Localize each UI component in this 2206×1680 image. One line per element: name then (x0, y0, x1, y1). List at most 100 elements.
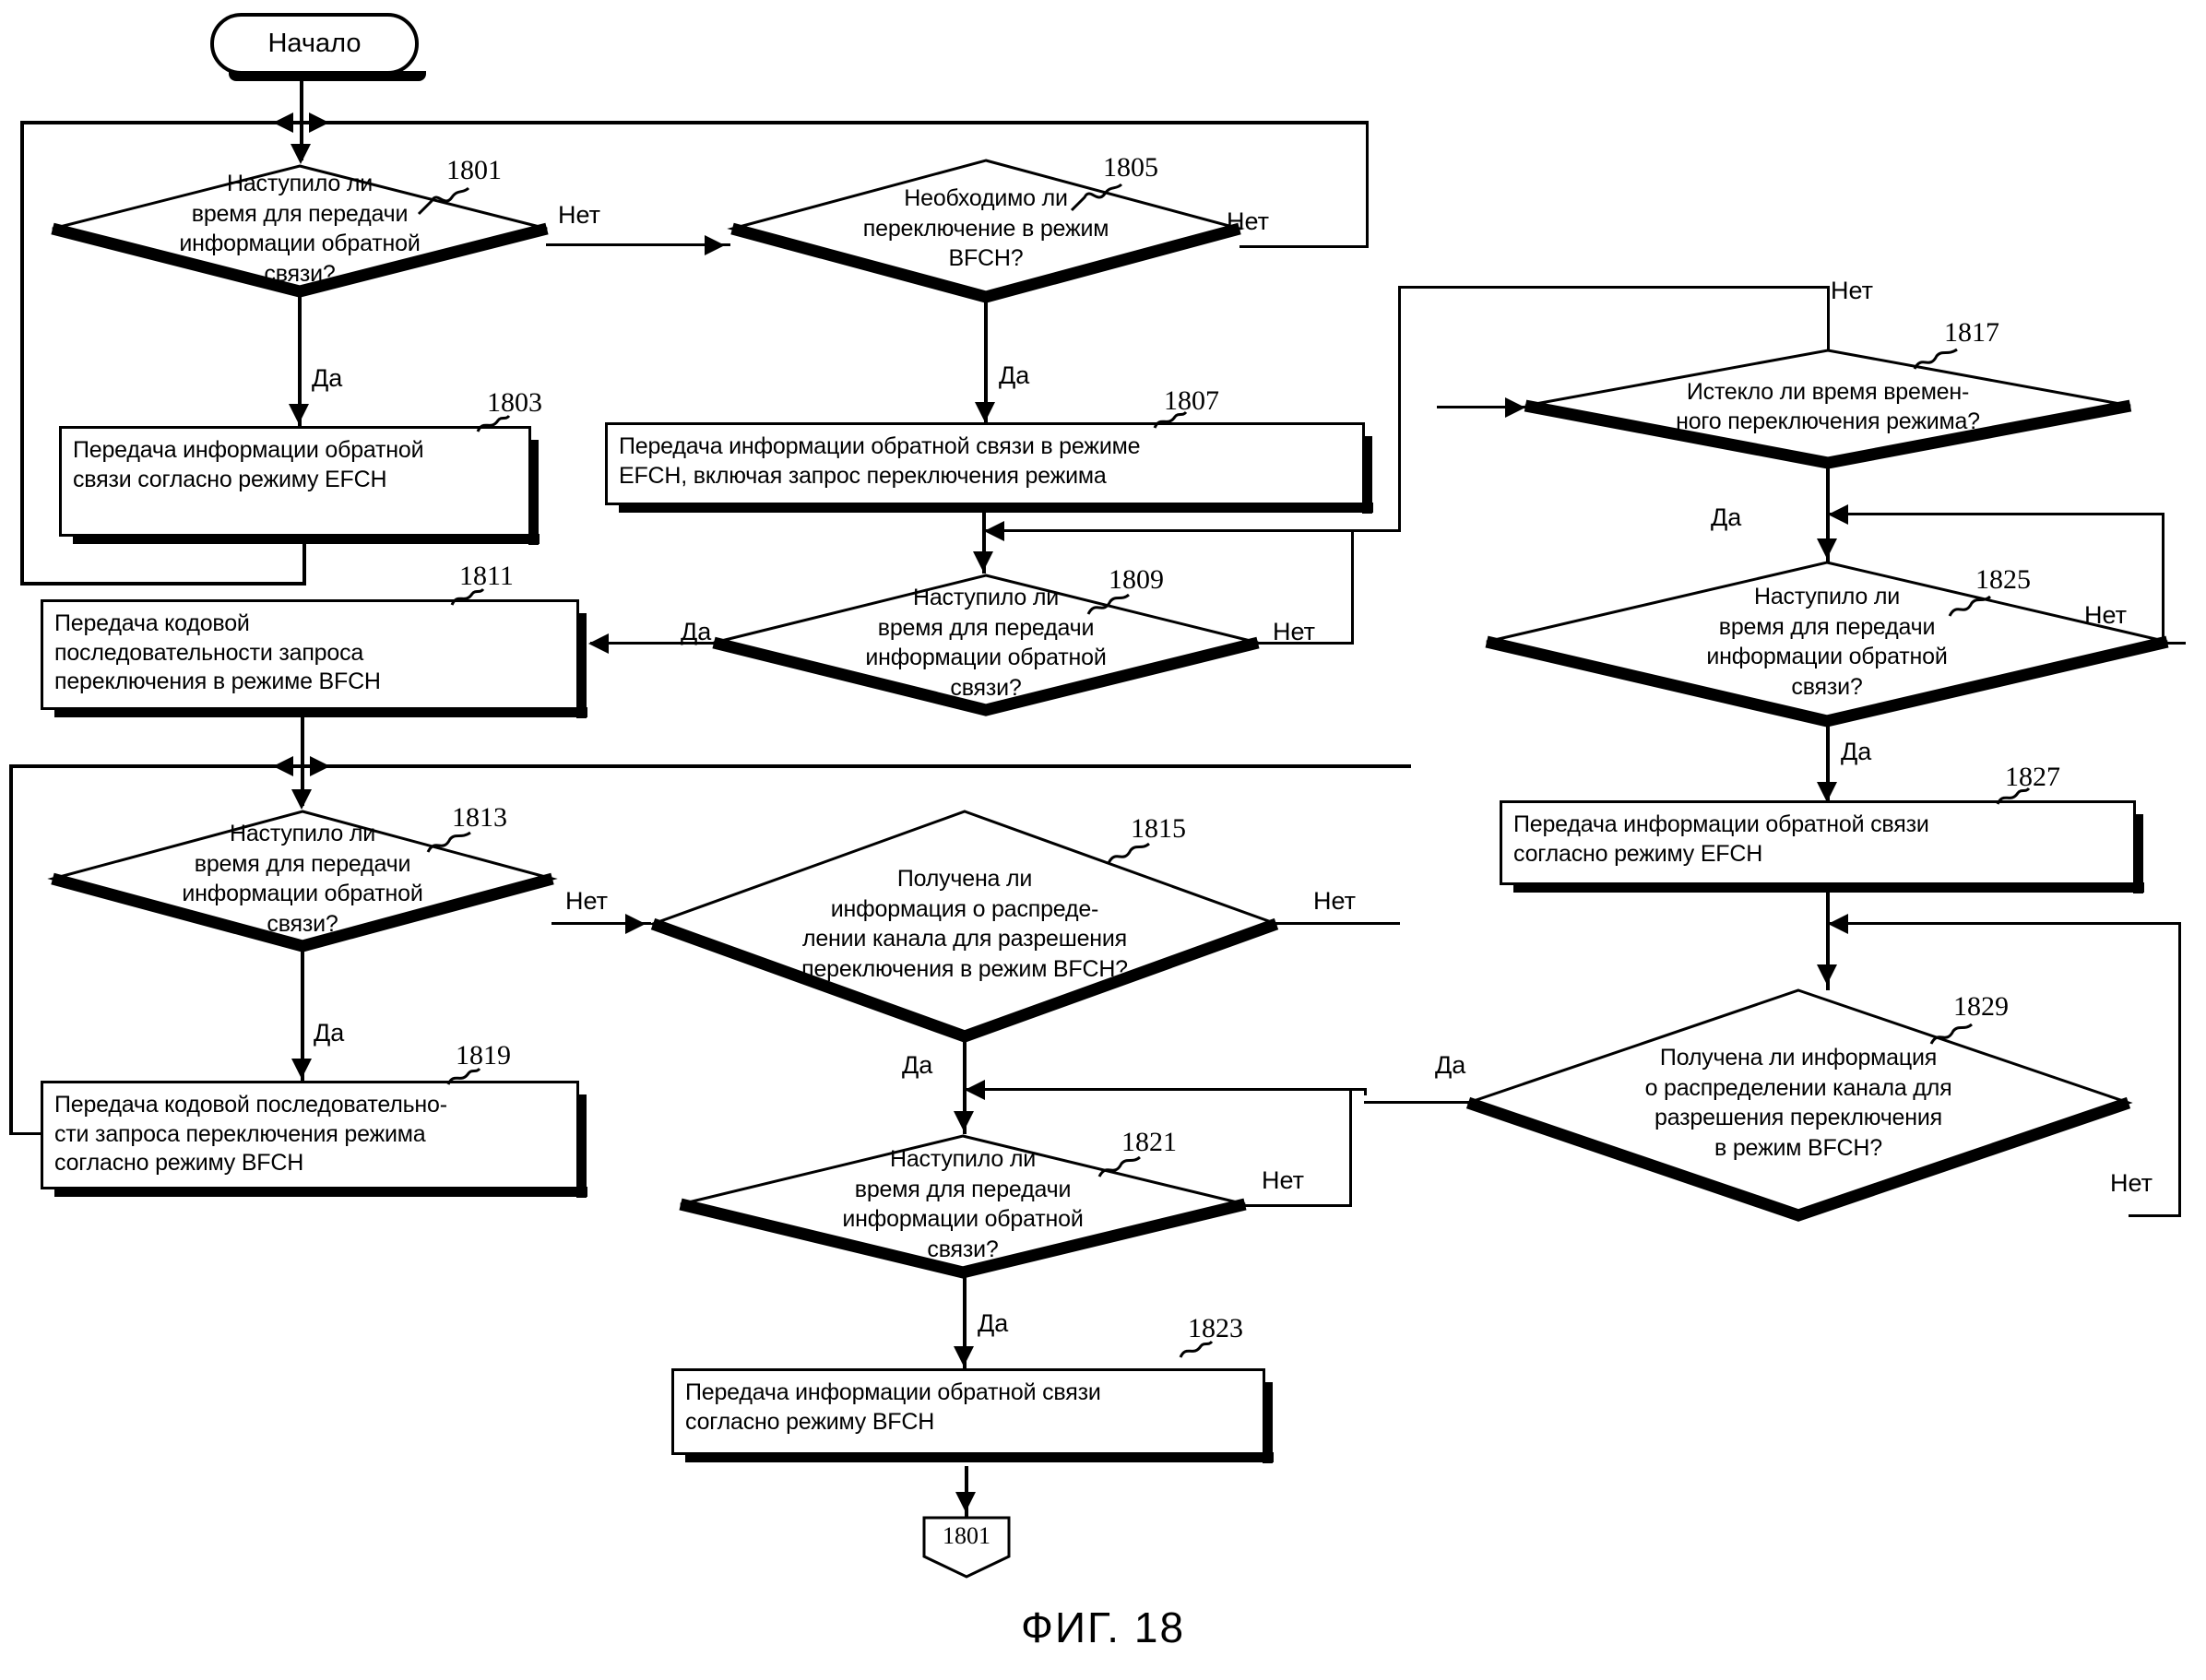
edge-1803-left (20, 582, 306, 586)
edge-1821-yes-arrow (954, 1346, 974, 1366)
decision-1829: Получена ли информация о распределении к… (1464, 988, 2133, 1222)
ref-1821: 1821 (1121, 1127, 1177, 1157)
ref-1825-leader (1948, 595, 1991, 617)
label-yes-1821: Да (978, 1309, 1009, 1337)
ref-1823-leader (1179, 1340, 1214, 1358)
ref-1827-leader (1996, 787, 2031, 805)
left-return-rail (20, 121, 24, 586)
edge-1827-down-arrow (1817, 964, 1837, 985)
process-1807-line-1: Передача информации обратной связи в реж… (619, 433, 1141, 459)
edge-1801-no-arrow (705, 235, 725, 255)
decision-1809: Наступило ли время для передачи информац… (712, 574, 1260, 716)
process-1807: Передача информации обратной связи в реж… (605, 422, 1373, 514)
decision-1825: Наступило ли время для передачи информац… (1485, 561, 2169, 728)
ref-1809: 1809 (1109, 564, 1164, 595)
ref-1813-leader (426, 831, 471, 853)
process-1811-line-1: Передача кодовой (54, 610, 250, 636)
top-rail-merge-left-arrow (273, 112, 293, 133)
process-1807-line-2: EFCH, включая запрос переключения режима (619, 462, 1107, 489)
label-yes-1815: Да (902, 1051, 933, 1079)
edge-start-to-bus (300, 75, 303, 125)
process-1827-line-1: Передача информации обратной связи (1513, 811, 1929, 837)
ref-1827: 1827 (2005, 762, 2060, 792)
decision-1815-shape (648, 810, 1281, 1043)
edge-1827-down (1826, 893, 1830, 990)
terminator-start: Начало (210, 13, 426, 81)
edge-1829no-merge (1828, 922, 2180, 925)
label-no-1805: Нет (1227, 207, 1269, 235)
process-1827: Передача информации обратной связи согла… (1500, 800, 2144, 893)
ref-1829: 1829 (1953, 991, 2009, 1022)
ref-1825: 1825 (1975, 564, 2031, 595)
edge-1815-yes-arrow (954, 1111, 974, 1131)
ref-1801: 1801 (446, 155, 502, 185)
decision-1805: Необходимо ли переключение в режим BFCH? (727, 159, 1245, 303)
label-yes-1813: Да (314, 1019, 345, 1047)
mid-return-rail (9, 764, 1411, 768)
decision-1813-shape (47, 810, 558, 952)
label-no-1817: Нет (1831, 277, 1873, 304)
edge-1829yes-to-1821 (965, 1088, 1367, 1091)
label-yes-1801: Да (312, 364, 343, 392)
edge-1807-down (982, 513, 986, 574)
rail-1817-no-v (1827, 286, 1830, 354)
ref-1809-leader (1086, 593, 1130, 615)
ref-1819: 1819 (456, 1040, 511, 1071)
rail-1817-no-top (1398, 286, 1830, 289)
edge-1825no-merge (1828, 513, 2164, 515)
decision-1829-shape (1464, 988, 2133, 1222)
label-no-1825: Нет (2084, 601, 2127, 629)
edge-1829-no-h (2129, 1214, 2180, 1217)
decision-1809-shape (712, 574, 1260, 716)
edge-1809-no-h (1254, 642, 1354, 645)
edge-1829yes-to-1821-arrow (965, 1080, 985, 1100)
edge-1801-yes (298, 290, 302, 428)
label-no-1809: Нет (1273, 618, 1315, 645)
ref-1807: 1807 (1164, 385, 1219, 416)
edge-into-1817 (1437, 406, 1529, 408)
label-no-1801: Нет (558, 201, 600, 229)
ref-1815-leader (1107, 842, 1150, 864)
edge-1805-no-h (1239, 245, 1369, 248)
process-1811-line-3: переключения в режиме BFCH (54, 668, 381, 694)
edge-rail-to-1809-arrow (984, 521, 1004, 541)
ref-1815: 1815 (1131, 813, 1186, 844)
connector-return-1801-label: 1801 (943, 1522, 990, 1549)
process-1823: Передача информации обратной связи согла… (671, 1368, 1274, 1463)
edge-midrail-to-1813 (301, 767, 304, 806)
label-no-1829: Нет (2110, 1169, 2153, 1197)
mid-rail-merge-left-arrow (273, 756, 293, 776)
decision-1805-shape (727, 159, 1245, 303)
ref-1805-leader (1070, 183, 1123, 212)
edge-1805-no-v (1366, 123, 1369, 247)
ref-1803: 1803 (487, 387, 542, 418)
connector-return-1801: 1801 (922, 1516, 1011, 1579)
edge-1821-no-h (1243, 1204, 1352, 1207)
edge-1821-yes (963, 1271, 967, 1370)
edge-1809-no-v (1351, 529, 1354, 644)
edge-1813-yes-arrow (291, 1059, 312, 1079)
terminator-start-label: Начало (267, 29, 362, 58)
ref-1811-leader (450, 587, 485, 606)
label-yes-1825: Да (1841, 738, 1872, 765)
ref-1811: 1811 (459, 561, 514, 591)
process-1819-line-3: согласно режиму BFCH (54, 1150, 304, 1176)
edge-1813-no-arrow (625, 914, 646, 934)
edge-bus-to-1801-arrow (291, 144, 311, 164)
process-1811: Передача кодовой последовательности запр… (41, 599, 587, 718)
edge-1825-yes (1826, 719, 1830, 802)
process-1827-line-2: согласно режиму EFCH (1513, 840, 1763, 867)
label-yes-1809: Да (681, 618, 712, 645)
process-1823-line-2: согласно режиму BFCH (685, 1408, 935, 1435)
label-no-1813: Нет (565, 887, 608, 915)
ref-1801-leader (417, 186, 470, 216)
edge-1805-yes (984, 295, 988, 424)
decision-1817-shape (1524, 349, 2132, 469)
edge-1821-no-v (1349, 1090, 1352, 1206)
ref-1813: 1813 (452, 802, 507, 833)
process-1803-line-2: связи согласно режиму EFCH (73, 466, 387, 492)
mid-rail-merge-right-arrow (310, 756, 330, 776)
process-1819-line-1: Передача кодовой последовательно- (54, 1092, 447, 1118)
edge-into-1817-arrow (1505, 397, 1525, 418)
